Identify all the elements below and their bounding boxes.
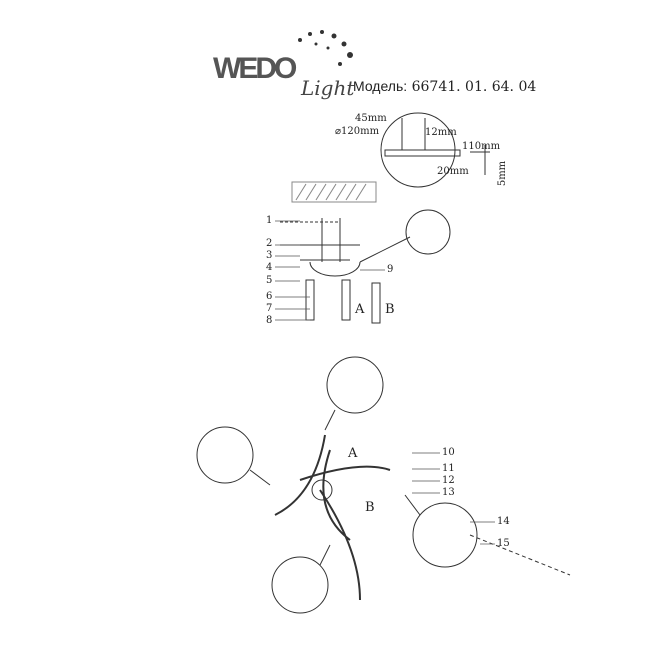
logo: WEDO: [213, 52, 297, 85]
part-1: 1: [266, 215, 273, 226]
logo-swirl-icon: [298, 30, 353, 66]
part-10: 10: [442, 447, 455, 458]
dim-110: 110mm: [462, 141, 501, 152]
logo-script: Light: [301, 76, 355, 100]
dim-45: 45mm: [355, 113, 387, 124]
model-number: Модель: 66741. 01. 64. 04: [353, 78, 537, 95]
label-b: B: [365, 500, 375, 515]
part-11: 11: [442, 463, 455, 474]
part-2: 2: [266, 238, 273, 249]
dim-diameter: ⌀120mm: [335, 126, 380, 137]
label-a-top: A: [355, 302, 365, 317]
part-8: 8: [266, 315, 273, 326]
part-5: 5: [266, 275, 273, 286]
label-a: A: [348, 446, 358, 461]
part-6: 6: [266, 291, 273, 302]
dim-5: 5mm: [497, 160, 509, 187]
part-15: 15: [497, 538, 510, 549]
dim-20: 20mm: [437, 166, 469, 177]
part-12: 12: [442, 475, 455, 486]
part-3: 3: [266, 250, 273, 261]
part-4: 4: [266, 262, 273, 273]
part-7: 7: [266, 303, 273, 314]
part-9: 9: [387, 264, 394, 275]
part-14: 14: [497, 516, 510, 527]
dim-12: 12mm: [425, 127, 457, 138]
part-13: 13: [442, 487, 455, 498]
label-b-top: B: [385, 302, 395, 317]
